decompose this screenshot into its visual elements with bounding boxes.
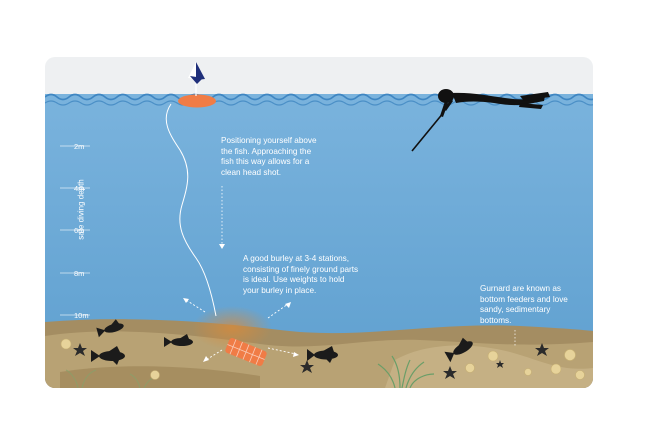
- depth-scale-label: safe diving depth: [76, 179, 86, 240]
- buoy-icon: [178, 62, 216, 108]
- dispersal-arrows: [185, 299, 297, 361]
- burley-cloud: [192, 306, 272, 350]
- shell-icons: [60, 338, 585, 380]
- starfish-icons: [73, 343, 549, 379]
- seabed-sand-patch: [385, 345, 593, 388]
- depth-mark-2m: 2m: [74, 142, 85, 151]
- sky: [45, 57, 593, 97]
- annotation-positioning: Positioning yourself above the fish. App…: [221, 136, 317, 177]
- speargun-icon: [411, 111, 445, 152]
- seaweed-icon: [377, 355, 435, 388]
- float-line: [165, 103, 217, 317]
- depth-mark-4m: 4m: [74, 184, 85, 193]
- guide-arrowhead: [219, 244, 225, 249]
- fish-icons: [91, 319, 473, 365]
- depth-mark-6m: 6m: [74, 226, 85, 235]
- seaweed-small-icon: [65, 369, 159, 388]
- depth-mark-8m: 8m: [74, 269, 85, 278]
- seabed-dark-patch: [60, 366, 260, 388]
- depth-ticks: [60, 145, 90, 316]
- scene-panel: [45, 57, 593, 388]
- burley-cage: [225, 337, 267, 367]
- depth-mark-10m: 10m: [74, 311, 89, 320]
- dispersal-arrowheads: [183, 298, 299, 362]
- annotation-gurnard: Gurnard are known as bottom feeders and …: [480, 284, 568, 325]
- annotation-burley: A good burley at 3-4 stations, consistin…: [243, 254, 359, 295]
- diver-icon: [438, 89, 550, 117]
